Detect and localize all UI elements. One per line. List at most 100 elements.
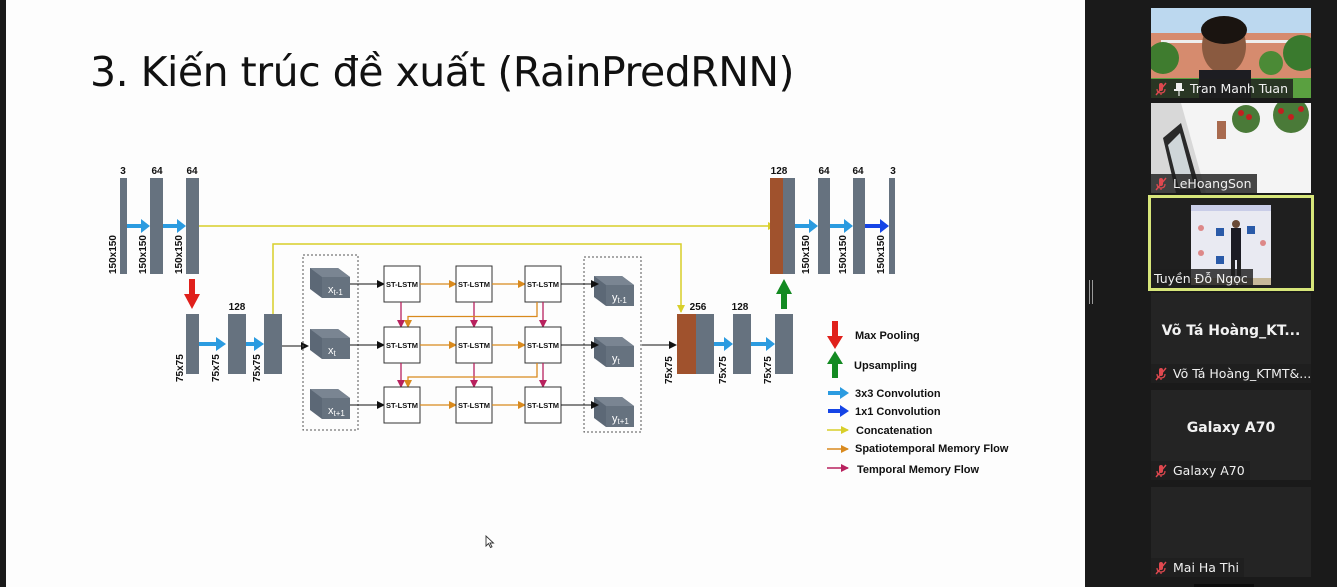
feature-block [818,178,830,274]
feature-block [853,178,865,274]
participant-video [1151,103,1311,193]
participant-name-tag: LeHoangSon [1151,174,1257,193]
channel-label: 128 [732,302,749,313]
channel-label: 64 [151,166,163,177]
pin-icon [1174,82,1184,96]
size-label: 75x75 [211,354,222,382]
participant-tile-active-speaker[interactable]: Tuyền Đỗ Ngọc [1148,195,1314,291]
cell-label: ST-LSTM [458,280,490,289]
spatiotemporal-wrap-arrow [404,363,538,388]
mouse-cursor-icon [485,535,495,549]
output-frame: yt-1 [594,276,634,306]
output-frame: yt+1 [594,397,634,427]
participant-name: Võ Tá Hoàng_KTMT&... [1173,366,1311,381]
participant-display-name: Galaxy A70 [1186,420,1276,436]
concatenation-lines [199,222,776,314]
conv3x3-arrow [795,219,818,233]
size-label: 150x150 [138,235,149,274]
st-lstm-cell: ST-LSTM [383,386,421,424]
muted-mic-icon [1155,82,1167,95]
legend-label: 3x3 Convolution [855,388,941,400]
st-lstm-cell: ST-LSTM [455,386,493,424]
left-edge-bar [0,0,6,587]
channel-label: 64 [818,166,830,177]
size-label: 75x75 [664,356,675,384]
size-label: 150x150 [876,235,887,274]
size-label: 75x75 [252,354,263,382]
participant-tile[interactable]: Tran Manh Tuan [1151,8,1311,98]
feature-block [783,178,795,274]
participant-tile[interactable]: Mai Ha Thi [1151,487,1311,577]
participant-name: Tran Manh Tuan [1190,81,1288,96]
legend: Max Pooling Upsampling 3x3 Convolution 1… [827,321,1009,476]
st-lstm-cell: ST-LSTM [455,265,493,303]
output-frame: yt [594,337,634,367]
conv3x3-arrow [163,219,186,233]
participant-name-tag: Võ Tá Hoàng_KTMT&... [1151,364,1311,383]
conv3x3-arrow [199,337,226,351]
channel-label: 64 [852,166,864,177]
channel-label: 64 [186,166,198,177]
size-label: 150x150 [174,235,185,274]
concat-block [770,178,783,274]
conv3x3-arrow [246,337,264,351]
legend-label: Spatiotemporal Memory Flow [855,443,1009,455]
feature-block [228,314,246,374]
size-label: 75x75 [175,354,186,382]
participant-tile[interactable]: LeHoangSon [1151,103,1311,193]
cell-label: ST-LSTM [386,401,418,410]
muted-mic-icon [1155,464,1167,477]
frame-label: xt [328,345,337,358]
channel-label: 128 [771,166,788,177]
participant-name-tag: Galaxy A70 [1151,461,1250,480]
conv1x1-legend-icon [828,405,849,417]
cell-label: ST-LSTM [527,401,559,410]
input-frame: xt+1 [310,389,350,419]
participant-name: Galaxy A70 [1173,463,1245,478]
scroll-indicator[interactable] [1194,584,1254,587]
concat-block [677,314,696,374]
architecture-diagram: 3 64 64 150x150 150x150 150x150 128 75x7… [108,166,1009,476]
channel-label: 128 [229,302,246,313]
feature-block [186,178,199,274]
st-lstm-grid: ST-LSTM ST-LSTM ST-LSTM ST-LSTM ST-LSTM ST-LS… [350,265,599,424]
cell-label: ST-LSTM [386,280,418,289]
participant-name-tag: Tran Manh Tuan [1151,79,1293,98]
channel-label: 3 [120,166,126,177]
spatiotemporal-wrap-arrow [404,302,538,328]
frame-label: yt+1 [612,413,629,426]
feature-block [120,178,127,274]
size-label: 75x75 [718,356,729,384]
conv3x3-legend-icon [828,387,849,399]
st-lstm-cell: ST-LSTM [524,265,562,303]
slide-title: 3. Kiến trúc đề xuất (RainPredRNN) [90,48,795,96]
decoder-top: 128 64 64 3 150x150 150x150 150x150 [770,166,896,274]
feature-block [733,314,751,374]
feature-block [889,178,895,274]
conv3x3-arrow [751,337,775,351]
participant-name: Mai Ha Thi [1173,560,1239,575]
input-frame: xt-1 [310,268,350,298]
legend-label: Concatenation [856,425,933,437]
participant-tile[interactable]: Võ Tá Hoàng_KT... Võ Tá Hoàng_KTMT&... [1151,293,1311,383]
participant-display-name: Võ Tá Hoàng_KT... [1161,323,1301,339]
input-group-frame [302,254,359,431]
participant-tile[interactable]: Galaxy A70 Galaxy A70 [1151,390,1311,480]
size-label: 150x150 [108,235,119,274]
cell-label: ST-LSTM [527,341,559,350]
cell-label: ST-LSTM [458,341,490,350]
legend-label: Upsampling [854,360,917,372]
conv1x1-arrow [865,219,889,233]
st-lstm-cell: ST-LSTM [524,386,562,424]
channel-label: 3 [890,166,896,177]
frame-label: xt+1 [328,405,345,418]
maxpool-legend-icon [827,321,843,349]
muted-mic-icon [1155,367,1167,380]
cell-label: ST-LSTM [386,341,418,350]
encoder-top: 3 64 64 150x150 150x150 150x150 [108,166,199,274]
frame-label: xt-1 [328,284,343,297]
cell-label: ST-LSTM [527,280,559,289]
maxpool-arrow [184,279,200,309]
muted-mic-icon [1155,561,1167,574]
panel-resize-handle[interactable] [1089,280,1094,304]
